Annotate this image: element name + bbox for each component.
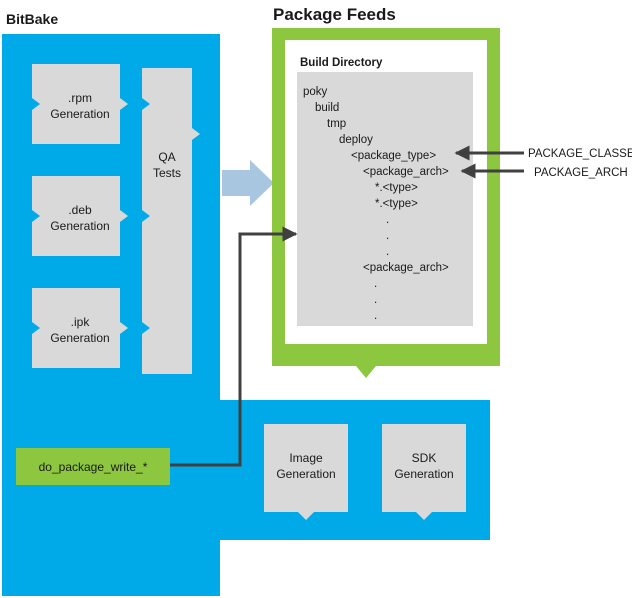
tree-build: build — [315, 102, 339, 114]
tree-ellipsis-dot: . — [386, 214, 389, 226]
rpm-label: .rpm — [68, 91, 92, 105]
package-classes-label: PACKAGE_CLASSES — [528, 148, 632, 160]
do-package-write-label: do_package_write_* — [39, 460, 148, 474]
rpm-generation-box: .rpm Generation — [32, 64, 128, 144]
image-generation-label: Generation — [276, 467, 335, 481]
ipk-generation-label: Generation — [50, 331, 109, 345]
tree-package-type: <package_type> — [351, 150, 436, 162]
deb-generation-label: Generation — [50, 219, 109, 233]
ipk-label: .ipk — [71, 315, 91, 329]
tree-type-file: *.<type> — [375, 198, 418, 210]
sdk-generation-box: SDK Generation — [382, 424, 466, 520]
image-generation-box: Image Generation — [264, 424, 348, 520]
tree-type-file: *.<type> — [375, 182, 418, 194]
rpm-generation-label: Generation — [50, 107, 109, 121]
do-package-write-box: do_package_write_* — [16, 448, 170, 485]
qa-tests-box: QA Tests — [142, 68, 200, 374]
qa-tests-label: Tests — [153, 166, 181, 180]
package-arch-label: PACKAGE_ARCH — [534, 167, 628, 179]
tree-ellipsis-dot: . — [386, 230, 389, 242]
package-feeds-title: Package Feeds — [273, 5, 396, 24]
tree-ellipsis-dot: . — [386, 246, 389, 258]
ipk-generation-box: .ipk Generation — [32, 288, 128, 368]
tree-tmp: tmp — [327, 118, 346, 130]
deb-generation-box: .deb Generation — [32, 176, 128, 256]
image-label: Image — [289, 451, 323, 465]
bitbake-title: BitBake — [6, 11, 58, 27]
tree-deploy: deploy — [339, 134, 373, 146]
sdk-label: SDK — [412, 451, 437, 465]
tree-ellipsis-dot: . — [374, 278, 377, 290]
deb-label: .deb — [68, 203, 92, 217]
sdk-generation-label: Generation — [394, 467, 453, 481]
qa-label: QA — [158, 150, 175, 164]
build-directory-tree: poky build tmp deploy <package_type> <pa… — [303, 86, 449, 322]
task-to-feeds-connector — [170, 226, 298, 467]
tree-package-arch: <package_arch> — [363, 166, 449, 178]
tree-ellipsis-dot: . — [374, 310, 377, 322]
package-feeds-box — [272, 28, 500, 378]
tree-package-arch: <package_arch> — [363, 262, 449, 274]
build-directory-title: Build Directory — [300, 57, 383, 69]
tree-ellipsis-dot: . — [374, 294, 377, 306]
bitbake-to-feeds-arrow — [222, 160, 274, 206]
tree-poky: poky — [303, 86, 328, 98]
